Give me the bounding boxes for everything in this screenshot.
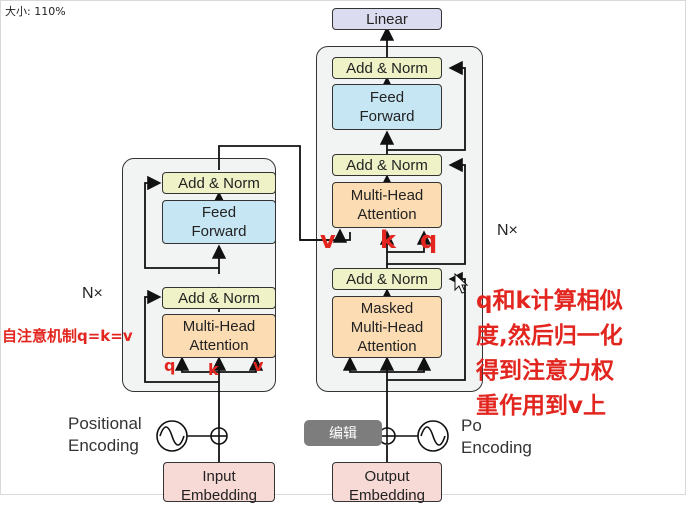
decoder-add-norm-bottom-label: Add & Norm [346,270,428,288]
decoder-add-norm-mid-label: Add & Norm [346,156,428,174]
masked-line3: Attention [357,337,417,355]
output-embedding-line2: Embedding [349,487,425,504]
input-embedding-line2: Embedding [181,487,257,504]
encoder-pe-line2: Encoding [68,436,139,455]
encoder-ff-line1: Feed [201,204,237,221]
encoder-k-label: k [208,360,219,379]
decoder-multi-head-attention: Multi-Head Attention [332,182,442,228]
decoder-add-norm-mid: Add & Norm [332,154,442,176]
decoder-q-label: q [420,226,438,254]
decoder-nx-label: N× [497,222,518,239]
decoder-add-norm-bottom: Add & Norm [332,268,442,290]
output-embedding: Output Embedding [332,462,442,504]
decoder-feed-forward: Feed Forward [332,84,442,130]
encoder-add-norm-bottom-label: Add & Norm [178,289,260,307]
decoder-ff-line2: Forward [359,108,415,125]
input-embedding: Input Embedding [163,462,275,504]
encoder-positional-encoding: Positional Encoding [68,413,142,457]
edit-button[interactable]: 编辑 [304,420,382,446]
decoder-add-norm-top-label: Add & Norm [346,59,428,77]
note-line1: q和k计算相似 [476,288,623,314]
explanation-note: q和k计算相似 度,然后归一化 得到注意力权 重作用到v上 [476,284,686,424]
encoder-mha-line1: Multi-Head [182,318,256,335]
masked-line2: Multi-Head [350,318,424,336]
decoder-k-label: k [380,226,396,254]
decoder-mha-line1: Multi-Head [350,187,424,204]
note-line4: 重作用到v上 [476,393,606,419]
decoder-pe-line2: Encoding [461,438,532,457]
decoder-v-label: v [320,226,336,254]
decoder-mha-line2: Attention [357,206,417,223]
encoder-mha-line2: Attention [189,337,249,354]
note-line2: 度,然后归一化 [476,323,623,349]
encoder-nx-label: N× [82,285,103,302]
encoder-multi-head-attention: Multi-Head Attention [162,314,276,358]
decoder-linear: Linear [332,8,442,30]
encoder-ff-line2: Forward [191,223,247,240]
encoder-v-label: v [253,356,264,375]
encoder-q-label: q [164,356,176,375]
encoder-add-norm-bottom: Add & Norm [162,287,276,309]
decoder-pe-line1: Po [461,416,482,435]
encoder-add-norm-top: Add & Norm [162,172,276,194]
note-line3: 得到注意力权 [476,358,614,384]
decoder-ff-line1: Feed [369,89,405,106]
encoder-add-norm-top-label: Add & Norm [178,174,260,192]
masked-line1: Masked [360,299,414,317]
decoder-masked-attention: Masked Multi-Head Attention [332,296,442,358]
linear-label: Linear [366,10,408,28]
zoom-label: 大小: 110% [5,5,66,18]
input-embedding-line1: Input [202,468,236,485]
decoder-add-norm-top: Add & Norm [332,57,442,79]
self-attention-note: 自注意机制q=k=v [2,327,133,345]
decoder-positional-encoding: Po Encoding [461,415,532,459]
encoder-pe-line1: Positional [68,414,142,433]
output-embedding-line1: Output [364,468,410,485]
encoder-feed-forward: Feed Forward [162,200,276,244]
